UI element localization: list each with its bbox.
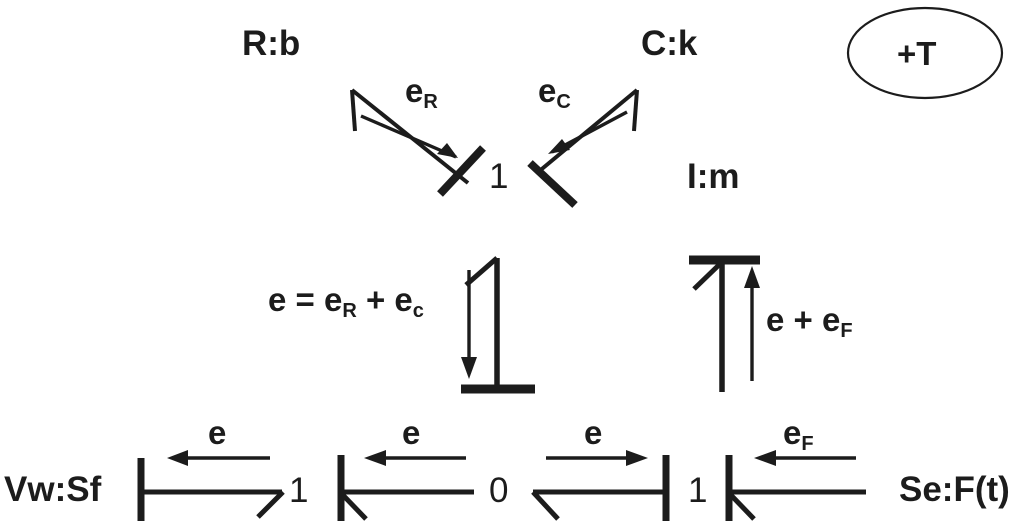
bond-label-e-mid: e — [402, 414, 421, 451]
bond-label-e-c-base: e — [538, 72, 557, 109]
equation-vertical-right: e + eF — [766, 301, 853, 341]
bond-label-e-r: eR — [405, 72, 438, 112]
equation-sum-effort-part2: + e — [356, 281, 413, 318]
effort-arrow-e-left — [167, 450, 270, 466]
effort-arrow-e-sum — [461, 270, 477, 379]
bond-label-e-r-base: e — [405, 72, 424, 109]
bond-one-to-zero-vertical — [461, 256, 535, 394]
bond-label-e-left: e — [208, 414, 227, 451]
equation-sum-effort-sub2: c — [412, 300, 424, 322]
junction-zero: 0 — [489, 471, 509, 510]
bond-label-e-f: eF — [783, 414, 814, 454]
bond-label-e-f-base: e — [783, 414, 802, 451]
element-label-inertia: I:m — [687, 157, 740, 196]
equation-vertical-right-sub: F — [840, 320, 853, 342]
equation-sum-effort-sub1: R — [342, 300, 357, 322]
tag-ellipse — [846, 6, 1004, 100]
bond-label-e-c-sub: C — [556, 91, 571, 113]
equation-sum-effort-part1: e = e — [268, 281, 343, 318]
bond-label-e-c: eC — [538, 72, 571, 112]
element-label-flow-source: Vw:Sf — [4, 470, 102, 509]
bond-zero-to-right-one — [531, 455, 670, 521]
bond-sf-to-left-one — [137, 458, 285, 521]
bond-label-e-right: e — [584, 414, 603, 451]
bond-one-to-inertia-vertical — [689, 255, 760, 392]
element-label-resistor: R:b — [242, 24, 301, 63]
junction-left-one: 1 — [289, 471, 309, 510]
effort-arrow-e-c — [548, 110, 628, 154]
effort-arrow-e-plus-ef — [744, 266, 760, 381]
bond-label-e-r-sub: R — [423, 91, 438, 113]
effort-arrow-e-r — [360, 114, 458, 159]
element-label-capacitor: C:k — [641, 24, 698, 63]
bond-right-one-to-se — [725, 455, 866, 521]
equation-sum-effort: e = eR + ec — [268, 281, 424, 321]
junction-top-one: 1 — [489, 157, 509, 196]
effort-arrow-e-f — [754, 450, 856, 466]
bond-label-e-f-sub: F — [801, 433, 814, 455]
equation-vertical-right-part1: e + e — [766, 301, 841, 338]
bond-left-one-to-zero — [337, 455, 474, 521]
junction-right-one: 1 — [688, 471, 708, 510]
effort-arrow-e-mid-right — [546, 450, 648, 466]
element-label-effort-source: Se:F(t) — [899, 470, 1010, 509]
tag-label: +T — [897, 35, 937, 72]
effort-arrow-e-mid-left — [364, 450, 466, 466]
